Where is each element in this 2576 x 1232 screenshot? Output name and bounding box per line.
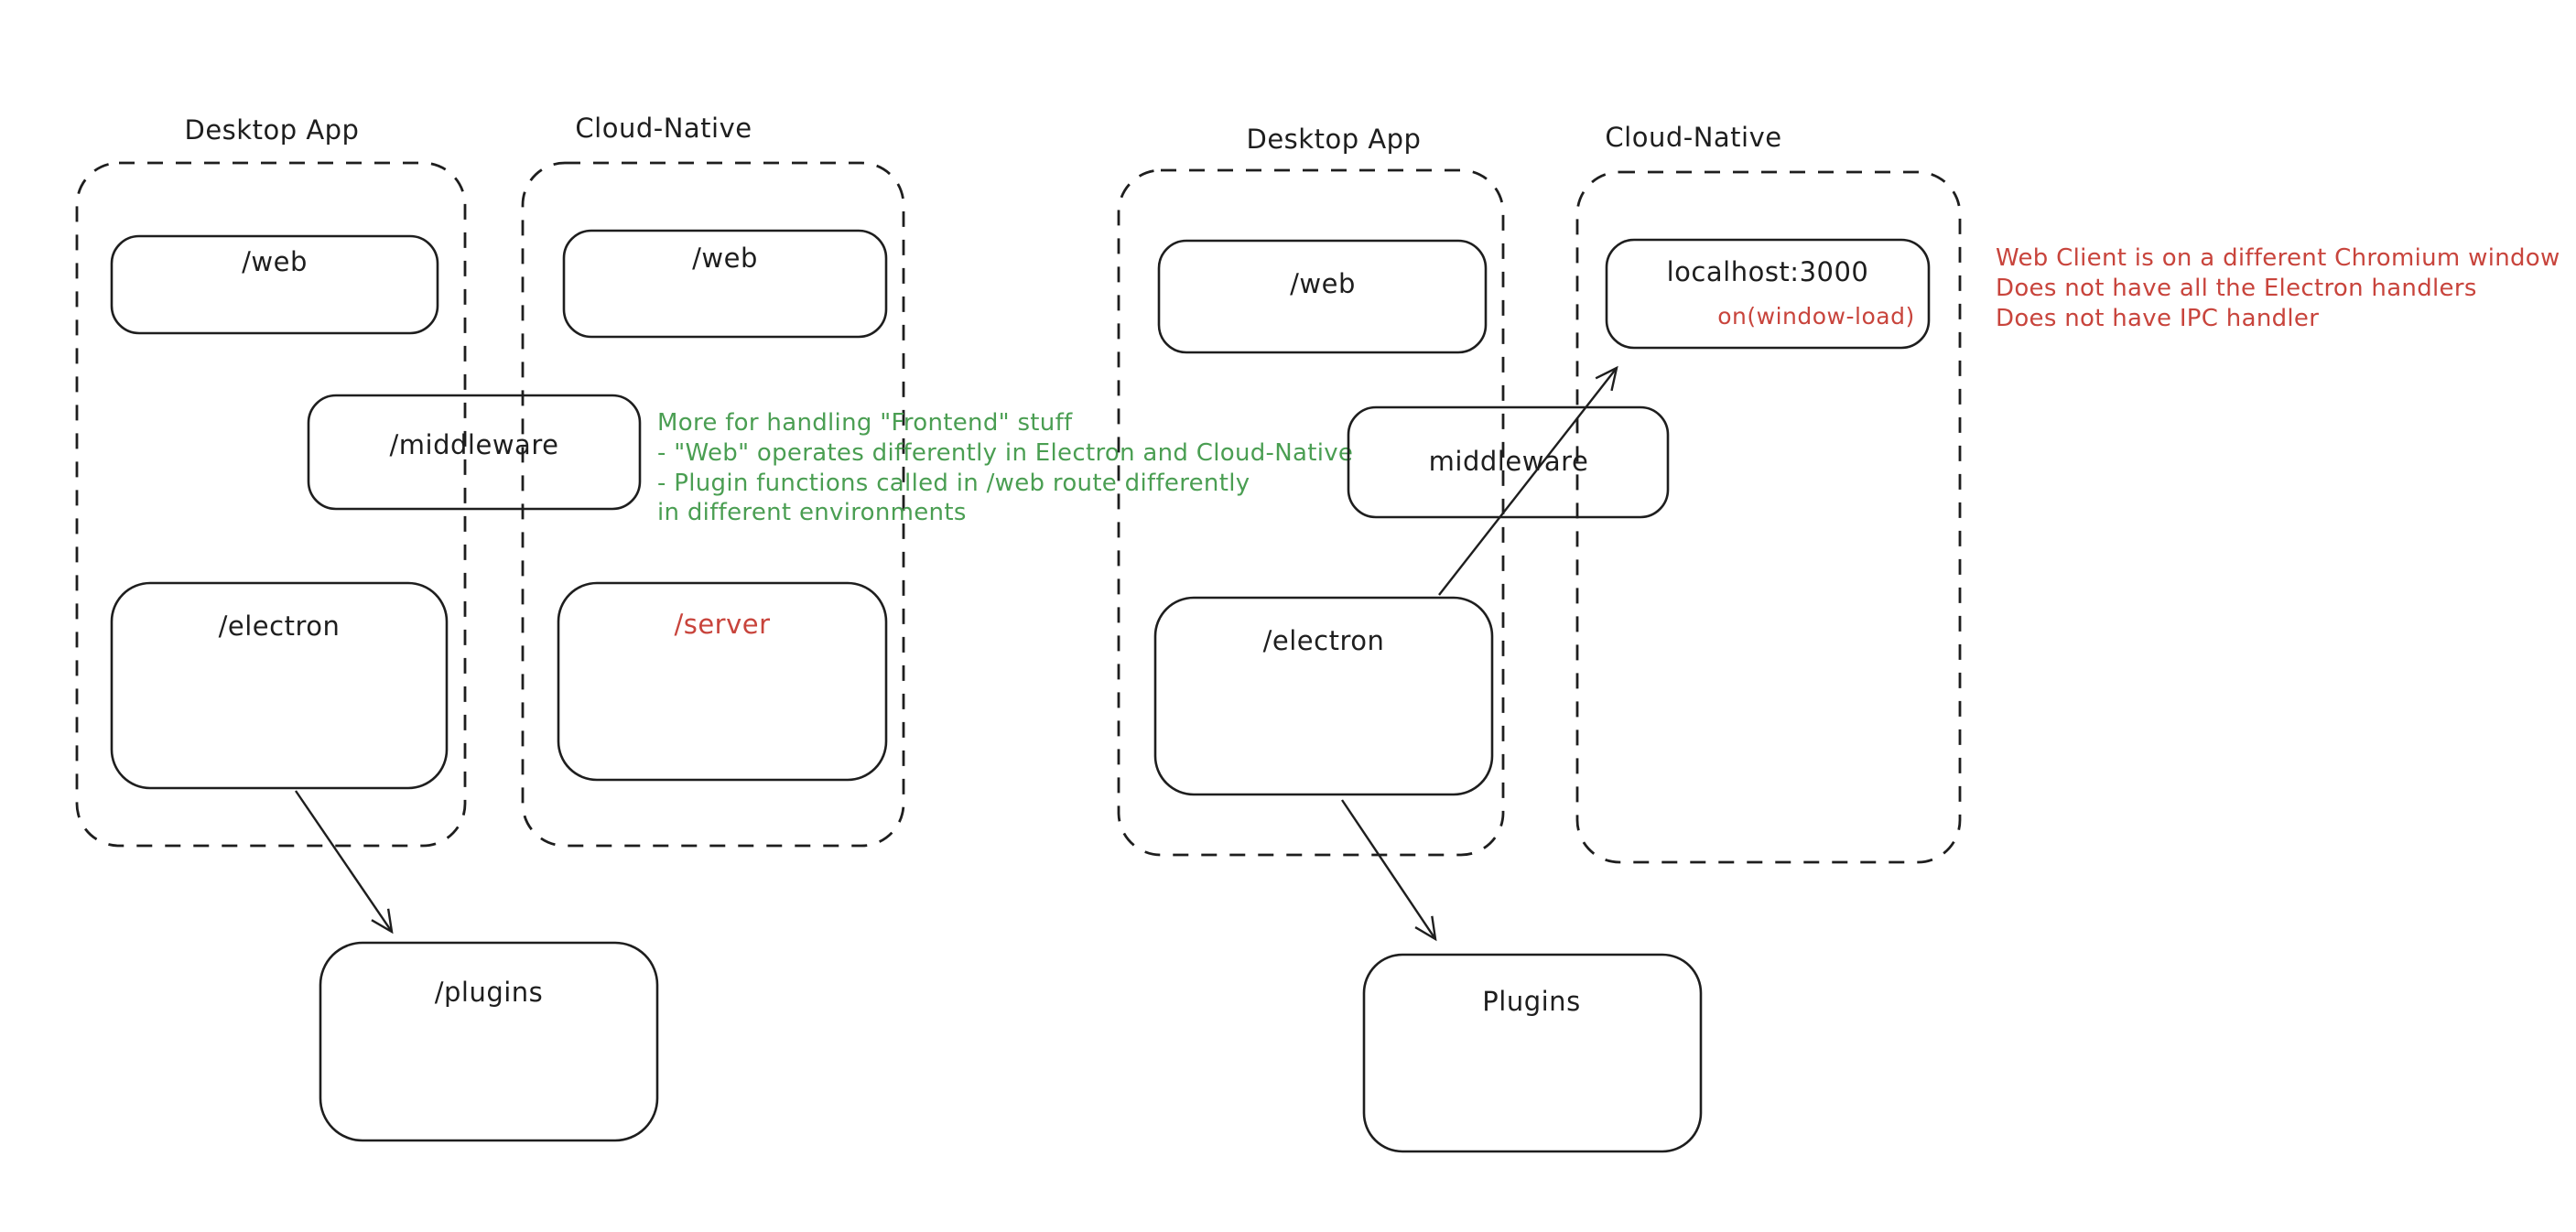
left-server-box[interactable] bbox=[557, 581, 888, 782]
left-server-label[interactable]: /server bbox=[674, 609, 770, 640]
green-annotation-line-2[interactable]: - "Web" operates differently in Electron… bbox=[657, 439, 1353, 467]
right-plugins-box[interactable] bbox=[1362, 953, 1703, 1153]
arrow-electron-to-plugins-left[interactable] bbox=[295, 790, 394, 935]
left-desktop-app-container[interactable] bbox=[75, 161, 467, 848]
right-electron-box[interactable] bbox=[1153, 596, 1494, 796]
left-electron-box[interactable] bbox=[110, 581, 449, 790]
red-annotation-line-2[interactable]: Does not have all the Electron handlers bbox=[1996, 275, 2477, 302]
right-desktop-app-label[interactable]: Desktop App bbox=[1247, 124, 1422, 155]
red-annotation-line-3[interactable]: Does not have IPC handler bbox=[1996, 305, 2319, 332]
red-annotation[interactable]: Web Client is on a different Chromium wi… bbox=[1996, 244, 2560, 332]
left-diagram: Desktop App Cloud-Native /web /web /midd… bbox=[75, 113, 905, 1142]
left-web-desktop-box[interactable] bbox=[110, 234, 439, 335]
left-electron-label[interactable]: /electron bbox=[219, 611, 341, 642]
left-web-cloud-label[interactable]: /web bbox=[692, 243, 758, 274]
right-localhost-label[interactable]: localhost:3000 bbox=[1667, 256, 1869, 287]
right-localhost-box[interactable] bbox=[1605, 238, 1931, 350]
green-annotation-line-3[interactable]: - Plugin functions called in /web route … bbox=[657, 470, 1250, 497]
arrow-electron-to-plugins-right[interactable] bbox=[1341, 799, 1437, 942]
right-web-box[interactable] bbox=[1157, 239, 1488, 354]
left-web-desktop-label[interactable]: /web bbox=[242, 246, 308, 277]
green-annotation-line-1[interactable]: More for handling "Frontend" stuff bbox=[657, 409, 1073, 437]
right-web-label[interactable]: /web bbox=[1290, 268, 1356, 299]
right-middleware-label[interactable]: middleware bbox=[1429, 446, 1589, 477]
right-diagram: Desktop App Cloud-Native /web localhost:… bbox=[1117, 122, 1962, 1153]
arrow-electron-to-localhost[interactable] bbox=[1438, 365, 1618, 596]
left-middleware-box[interactable] bbox=[307, 394, 642, 511]
left-middleware-label[interactable]: /middleware bbox=[390, 429, 559, 460]
right-cloud-native-label[interactable]: Cloud-Native bbox=[1605, 122, 1781, 153]
left-cloud-native-container[interactable] bbox=[521, 161, 905, 848]
red-annotation-line-1[interactable]: Web Client is on a different Chromium wi… bbox=[1996, 244, 2560, 272]
right-on-window-load-label[interactable]: on(window-load) bbox=[1717, 303, 1914, 330]
left-desktop-app-label[interactable]: Desktop App bbox=[185, 114, 360, 146]
green-annotation[interactable]: More for handling "Frontend" stuff - "We… bbox=[657, 409, 1353, 526]
left-plugins-label[interactable]: /plugins bbox=[435, 977, 544, 1008]
left-plugins-box[interactable] bbox=[319, 941, 659, 1142]
right-middleware-box[interactable] bbox=[1347, 405, 1670, 519]
left-cloud-native-label[interactable]: Cloud-Native bbox=[575, 113, 752, 144]
right-plugins-label[interactable]: Plugins bbox=[1482, 986, 1580, 1017]
right-electron-label[interactable]: /electron bbox=[1263, 625, 1385, 656]
left-web-cloud-box[interactable] bbox=[562, 229, 888, 339]
green-annotation-line-4[interactable]: in different environments bbox=[657, 499, 967, 526]
